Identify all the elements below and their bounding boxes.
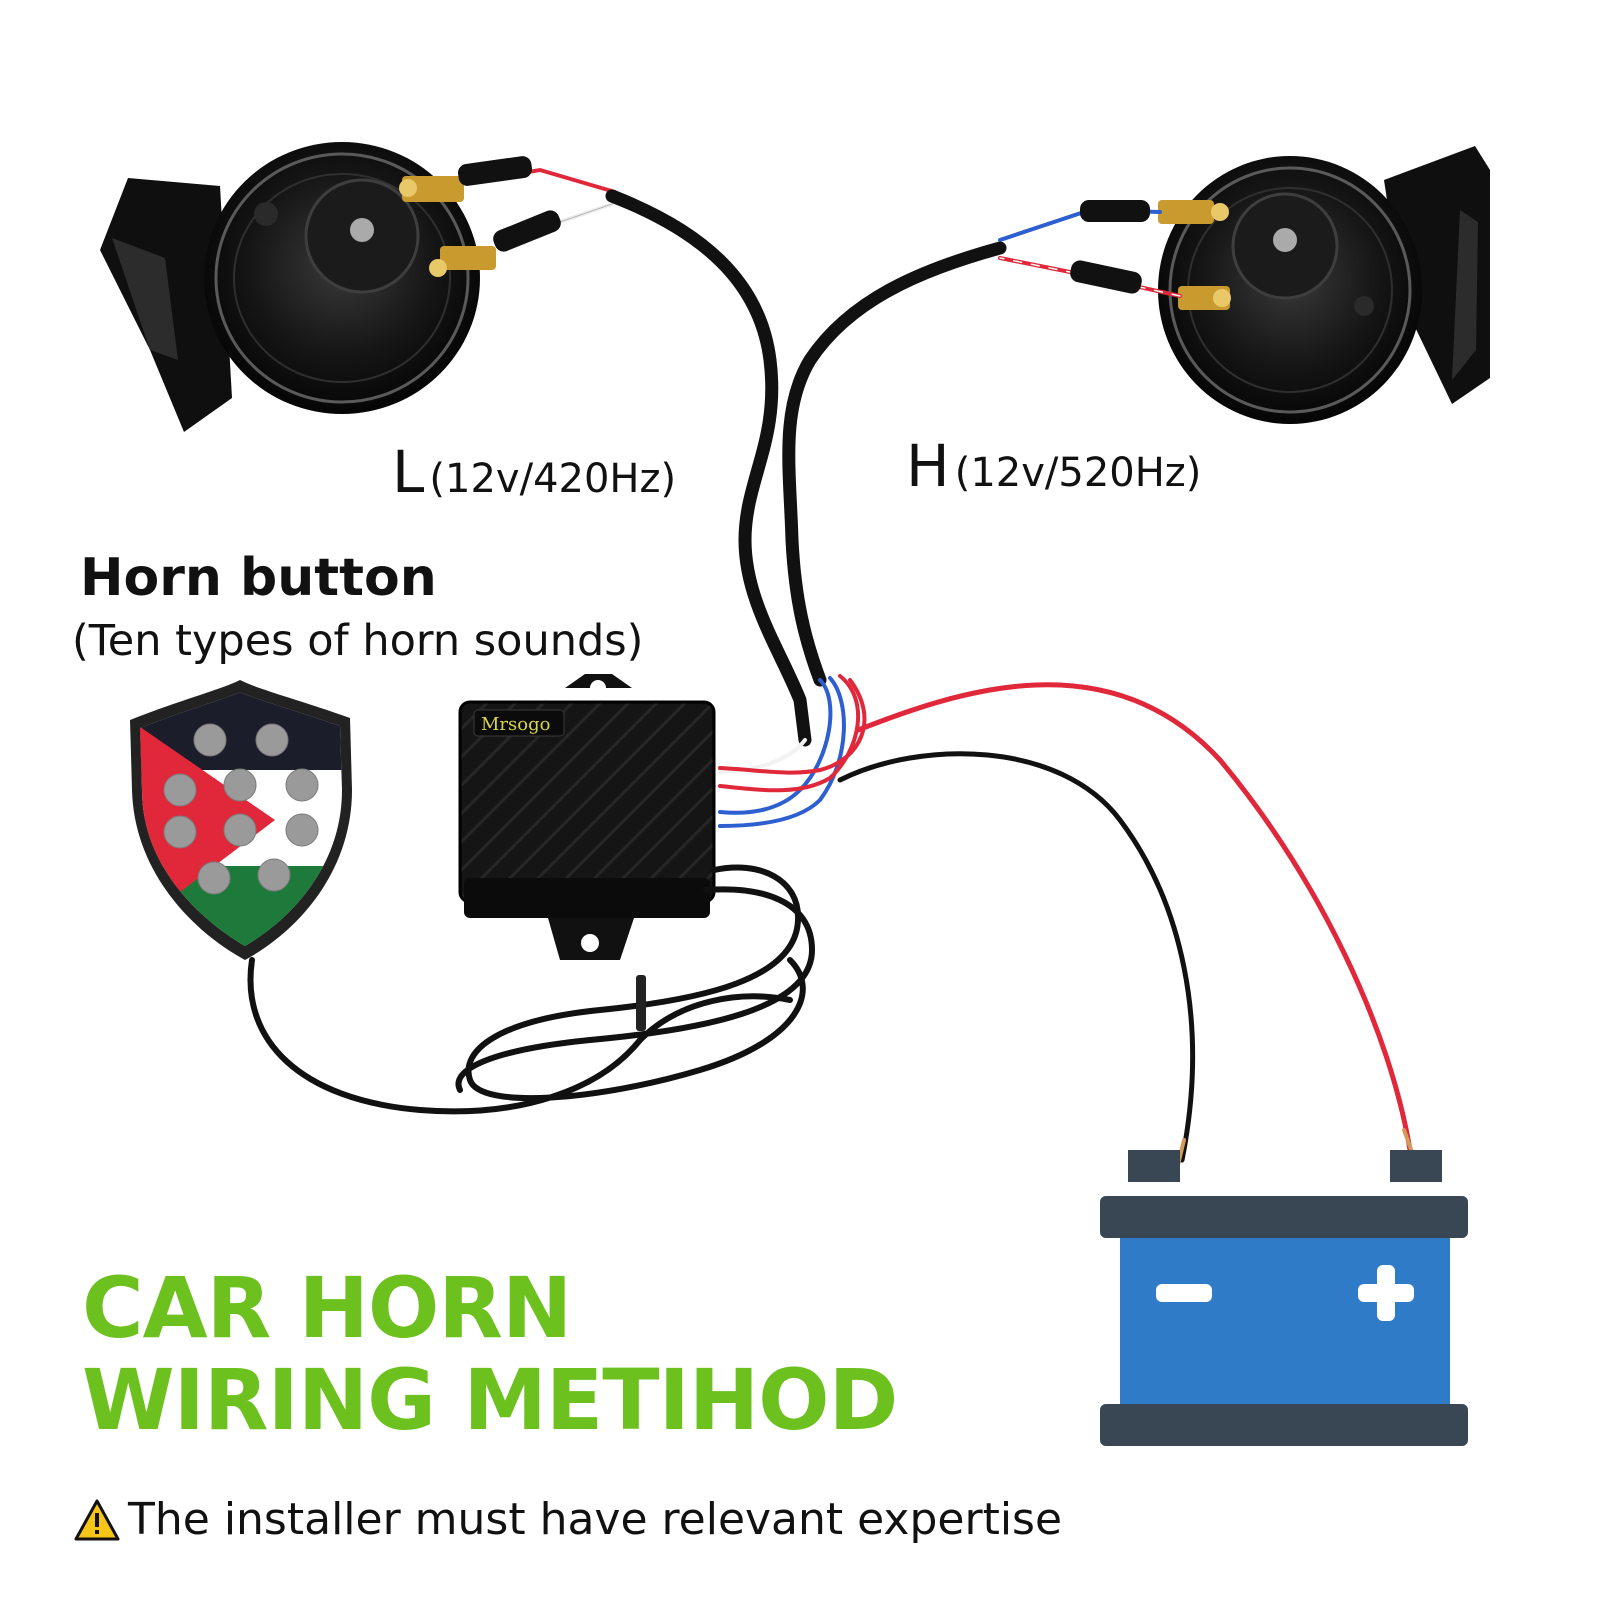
warning-text: The installer must have relevant experti… bbox=[128, 1494, 1063, 1545]
horn-high bbox=[1158, 146, 1490, 424]
warning-icon bbox=[74, 1499, 120, 1540]
sound-button-icon[interactable] bbox=[197, 861, 231, 895]
horn-low-letter: L bbox=[392, 438, 425, 506]
minus-icon bbox=[1156, 1284, 1212, 1302]
bolt-icon bbox=[1273, 228, 1297, 252]
cable-tie bbox=[636, 975, 646, 1031]
sound-button-icon[interactable] bbox=[163, 815, 197, 849]
page-title-line2: WIRING METIHOD bbox=[82, 1351, 898, 1449]
battery-icon bbox=[1100, 1150, 1468, 1446]
horn-low bbox=[100, 142, 496, 432]
sound-button-icon[interactable] bbox=[163, 773, 197, 807]
controller-brand: Mrsogo bbox=[481, 714, 550, 735]
wire-bundle bbox=[718, 674, 867, 828]
battery-wires bbox=[837, 682, 1414, 1167]
bolt-icon bbox=[350, 218, 374, 242]
horn-button-title: Horn button bbox=[80, 548, 437, 608]
horn-high-letter: H bbox=[906, 432, 950, 500]
wires-low-horn bbox=[457, 156, 812, 747]
horn-button-shield bbox=[130, 680, 352, 960]
horn-low-label: L (12v/420Hz) bbox=[392, 438, 676, 506]
sound-button-icon[interactable] bbox=[255, 723, 289, 757]
button-cable bbox=[247, 864, 816, 1115]
sound-button-icon[interactable] bbox=[223, 768, 257, 802]
sound-button-icon[interactable] bbox=[285, 768, 319, 802]
horn-high-label: H (12v/520Hz) bbox=[906, 432, 1201, 500]
wires-high-horn bbox=[782, 200, 1182, 687]
sound-button-icon[interactable] bbox=[285, 813, 319, 847]
page-title: CAR HORN WIRING METIHOD bbox=[82, 1259, 898, 1449]
sound-button-icon[interactable] bbox=[193, 723, 227, 757]
horn-low-spec: (12v/420Hz) bbox=[429, 456, 677, 502]
plus-icon bbox=[1358, 1265, 1414, 1321]
horn-button-subtitle: (Ten types of horn sounds) bbox=[72, 616, 644, 666]
controller-box: Mrsogo bbox=[458, 674, 716, 960]
warning-note: The installer must have relevant experti… bbox=[74, 1494, 1062, 1545]
horn-high-spec: (12v/520Hz) bbox=[954, 450, 1202, 496]
sound-button-icon[interactable] bbox=[223, 813, 257, 847]
sound-button-icon[interactable] bbox=[257, 858, 291, 892]
page-title-line1: CAR HORN bbox=[82, 1259, 572, 1357]
